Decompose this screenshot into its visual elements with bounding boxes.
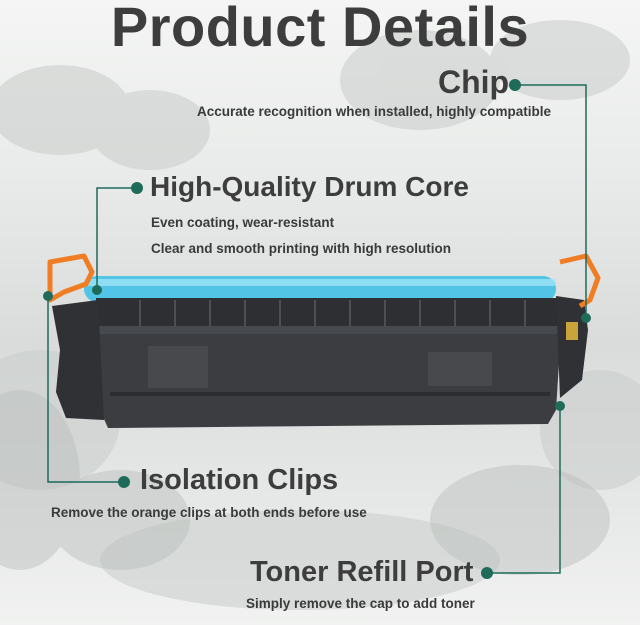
clips-heading: Isolation Clips (140, 464, 339, 496)
drum-heading: High-Quality Drum Core (150, 171, 469, 202)
right-end-cap (556, 296, 588, 398)
chip-heading: Chip (438, 64, 510, 100)
clips-dot (118, 476, 130, 488)
refill-description: Simply remove the cap to add toner (246, 596, 475, 611)
refill-heading: Toner Refill Port (250, 556, 474, 588)
chip-description: Accurate recognition when installed, hig… (197, 104, 552, 119)
page-title: Product Details (110, 0, 530, 58)
chip-dot (509, 79, 521, 91)
drum-description-2: Clear and smooth printing with high reso… (151, 241, 451, 256)
left-end-cap (52, 300, 104, 420)
chip-contact (566, 322, 578, 340)
drum-dot (131, 182, 143, 194)
refill-dot (481, 567, 493, 579)
clips-description: Remove the orange clips at both ends bef… (51, 505, 367, 520)
drum-description-1: Even coating, wear-resistant (151, 215, 335, 230)
